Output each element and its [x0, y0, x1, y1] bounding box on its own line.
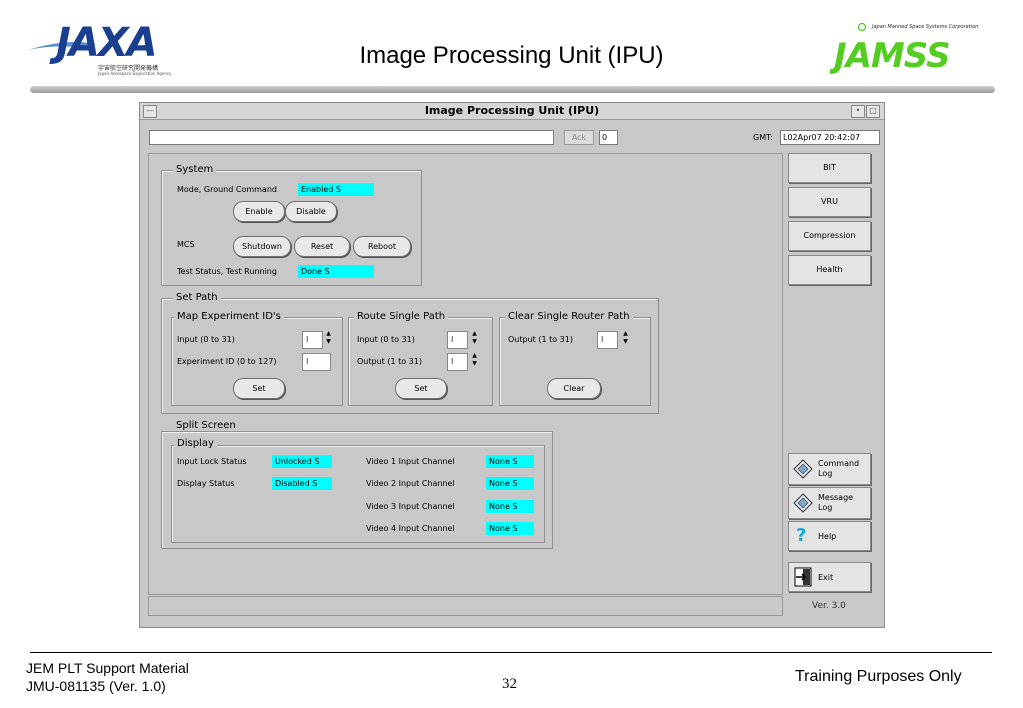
- header-divider: [30, 86, 995, 93]
- main-panel: [148, 153, 783, 595]
- ipu-window: — Image Processing Unit (IPU) • □ Ack 0 …: [139, 102, 885, 628]
- help-label: Help: [818, 532, 837, 541]
- svg-text:JAXA: JAXA: [49, 20, 156, 66]
- map-input-field[interactable]: I: [302, 331, 323, 349]
- svg-text:JAMSS: JAMSS: [830, 36, 950, 75]
- version-label: Ver. 3.0: [812, 601, 846, 611]
- ack-button[interactable]: Ack: [564, 130, 594, 145]
- disable-button[interactable]: Disable: [285, 201, 337, 222]
- video-channel-label: Video 4 Input Channel: [366, 524, 455, 533]
- display-status-label: Display Status: [177, 479, 235, 488]
- split-screen-group: [161, 431, 553, 549]
- diamond-log-icon: [793, 493, 813, 513]
- command-log-button[interactable]: Command Log: [788, 453, 871, 485]
- clear-output-stepper[interactable]: ▲▼: [623, 330, 628, 345]
- page-number: 32: [502, 676, 517, 692]
- video-channel-status: None S: [486, 455, 534, 468]
- route-input-stepper[interactable]: ▲▼: [472, 330, 477, 345]
- message-field[interactable]: [149, 130, 554, 145]
- exit-label: Exit: [818, 573, 834, 582]
- video-channel-status: None S: [486, 500, 534, 513]
- map-set-button[interactable]: Set: [233, 378, 285, 399]
- mode-label: Mode, Ground Command: [177, 185, 277, 194]
- display-group: [171, 445, 545, 543]
- jaxa-logo-english: Japan Aerospace Exploration Agency: [98, 71, 172, 76]
- mode-status: Enabled S: [298, 183, 374, 196]
- reboot-button[interactable]: Reboot: [353, 236, 411, 257]
- test-status: Done S: [298, 265, 374, 278]
- system-group-title: System: [173, 164, 217, 175]
- gmt-label: GMT:: [753, 133, 773, 142]
- route-output-field[interactable]: I: [447, 353, 468, 371]
- video-channel-label: Video 3 Input Channel: [366, 502, 455, 511]
- compression-button[interactable]: Compression: [788, 221, 871, 251]
- command-log-label-1: Command: [818, 459, 860, 468]
- jaxa-logo: JAXA 宇宙航空研究開発機構 Japan Aerospace Explorat…: [26, 8, 176, 83]
- clear-output-field[interactable]: I: [597, 331, 618, 349]
- input-lock-status: Unlocked S: [272, 455, 332, 468]
- message-log-label-1: Message: [818, 493, 854, 502]
- clear-output-label: Output (1 to 31): [508, 335, 573, 344]
- video-channel-status: None S: [486, 477, 534, 490]
- route-path-title: Route Single Path: [354, 311, 449, 322]
- set-path-title: Set Path: [173, 292, 221, 303]
- window-menu-button[interactable]: —: [143, 105, 157, 118]
- route-set-button[interactable]: Set: [395, 378, 447, 399]
- clear-path-title: Clear Single Router Path: [505, 311, 633, 322]
- footer-material: JEM PLT Support Material: [26, 660, 189, 676]
- set-path-group: [161, 298, 659, 414]
- message-log-button[interactable]: Message Log: [788, 487, 871, 519]
- route-input-field[interactable]: I: [447, 331, 468, 349]
- test-status-label: Test Status, Test Running: [177, 267, 277, 276]
- message-log-label-2: Log: [818, 503, 833, 512]
- exit-icon: [794, 567, 814, 587]
- slide-title: Image Processing Unit (IPU): [359, 42, 664, 69]
- window-titlebar[interactable]: — Image Processing Unit (IPU) • □: [140, 103, 884, 120]
- status-bar: [148, 596, 783, 616]
- vru-button[interactable]: VRU: [788, 187, 871, 217]
- help-button[interactable]: ? Help: [788, 521, 871, 551]
- exit-button[interactable]: Exit: [788, 562, 871, 592]
- jaxa-logo-japanese: 宇宙航空研究開発機構: [98, 65, 159, 72]
- mcs-label: MCS: [177, 240, 195, 249]
- video-channel-label: Video 1 Input Channel: [366, 457, 455, 466]
- help-icon: ?: [796, 525, 807, 546]
- map-input-stepper[interactable]: ▲▼: [326, 330, 331, 345]
- footer-divider: [30, 652, 992, 653]
- route-output-label: Output (1 to 31): [357, 357, 422, 366]
- minimize-button[interactable]: •: [851, 105, 865, 118]
- map-input-label: Input (0 to 31): [177, 335, 235, 344]
- route-input-label: Input (0 to 31): [357, 335, 415, 344]
- health-button[interactable]: Health: [788, 255, 871, 285]
- enable-button[interactable]: Enable: [233, 201, 285, 222]
- reset-button[interactable]: Reset: [294, 236, 350, 257]
- ack-count: 0: [599, 130, 618, 145]
- gmt-value: L02Apr07 20:42:07: [780, 130, 880, 145]
- map-experiment-title: Map Experiment ID's: [174, 311, 284, 322]
- command-log-label-2: Log: [818, 469, 833, 478]
- display-title: Display: [174, 438, 217, 449]
- map-exp-label: Experiment ID (0 to 127): [177, 357, 277, 366]
- jamss-logo: JAMSS Japan Manned Space Systems Corpora…: [828, 20, 1000, 76]
- shutdown-button[interactable]: Shutdown: [233, 236, 291, 257]
- video-channel-status: None S: [486, 522, 534, 535]
- bit-button[interactable]: BIT: [788, 153, 871, 183]
- maximize-button[interactable]: □: [866, 105, 880, 118]
- route-output-stepper[interactable]: ▲▼: [472, 352, 477, 367]
- jamss-logo-sub: Japan Manned Space Systems Corporation: [872, 24, 979, 30]
- split-screen-title: Split Screen: [173, 420, 239, 431]
- video-channel-label: Video 2 Input Channel: [366, 479, 455, 488]
- clear-button[interactable]: Clear: [547, 378, 601, 399]
- input-lock-label: Input Lock Status: [177, 457, 247, 466]
- footer-training: Training Purposes Only: [795, 668, 962, 685]
- display-status: Disabled S: [272, 477, 332, 490]
- footer-doc-id: JMU-081135 (Ver. 1.0): [26, 678, 166, 694]
- diamond-log-icon: [793, 459, 813, 479]
- system-group: [161, 170, 422, 286]
- map-exp-field[interactable]: I: [302, 353, 331, 371]
- window-title: Image Processing Unit (IPU): [424, 104, 600, 117]
